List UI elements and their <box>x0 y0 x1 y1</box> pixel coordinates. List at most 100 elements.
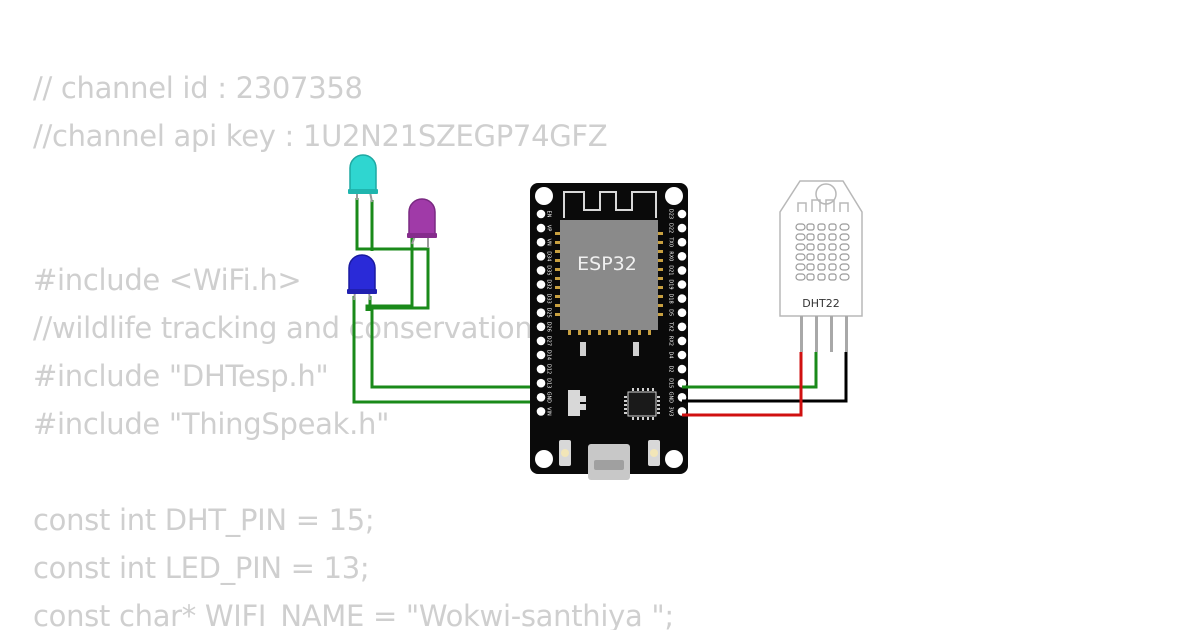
grille-slot <box>817 263 826 271</box>
chip-pin <box>652 388 654 391</box>
grille-slot <box>806 223 815 231</box>
pin-label: D5 <box>668 309 674 316</box>
grille-slot <box>806 273 815 281</box>
pin-label: D14 <box>546 350 552 360</box>
module-pad <box>568 330 571 335</box>
pin-label: VIN <box>546 407 552 416</box>
sensor-wires <box>682 352 848 417</box>
grille-slot <box>828 253 837 261</box>
header-pin-left[interactable] <box>536 209 546 219</box>
module-pad <box>658 304 663 307</box>
header-pin-left[interactable] <box>536 237 546 247</box>
pin-label: GND <box>668 392 674 404</box>
chip-pin <box>637 388 639 391</box>
pin-label: VP <box>546 225 552 231</box>
esp32-board[interactable]: ESP32 ENVPVND34D35D32D33D25D26D27D14D12D… <box>530 183 688 480</box>
header-pin-right[interactable] <box>677 266 687 275</box>
pin-label: EN <box>546 211 552 218</box>
module-pad <box>555 250 560 253</box>
chip-pin <box>632 417 634 420</box>
header-pin-left[interactable] <box>536 308 546 318</box>
pin-label: D19 <box>668 279 674 289</box>
esp32-module <box>560 220 658 330</box>
header-pin-left[interactable] <box>536 336 546 346</box>
header-pin-right[interactable] <box>677 237 687 247</box>
antenna-trace <box>563 191 657 218</box>
pin-label: D15 <box>668 378 674 388</box>
pin-label: D32 <box>546 279 552 289</box>
chip-pin <box>652 417 654 420</box>
pin-label: D21 <box>668 265 674 275</box>
header-pin-right[interactable] <box>677 350 687 360</box>
grille-slot <box>839 243 850 251</box>
module-pad <box>658 286 663 289</box>
header-pin-right[interactable] <box>677 378 687 388</box>
grille-slot <box>795 223 806 231</box>
pin-label: D2 <box>668 366 674 373</box>
pin-label: 3V3 <box>668 407 674 417</box>
esp32-label: ESP32 <box>577 253 637 275</box>
pin-label: D33 <box>546 293 552 303</box>
pin-label: TX0 <box>668 236 674 247</box>
header-pin-left[interactable] <box>536 266 546 275</box>
chip-pin <box>657 400 660 402</box>
blue-led[interactable] <box>347 254 377 294</box>
pin-label: D25 <box>546 308 552 318</box>
header-pin-right[interactable] <box>677 251 687 261</box>
pin-label: D34 <box>546 251 552 261</box>
header-pin-left[interactable] <box>536 350 546 360</box>
grille-slot <box>828 273 837 281</box>
purple-led[interactable] <box>407 198 437 238</box>
header-pin-left[interactable] <box>536 251 546 261</box>
chip-pin <box>642 388 644 391</box>
blue-led-body <box>348 254 376 293</box>
header-pin-right[interactable] <box>677 294 687 303</box>
module-pad <box>555 286 560 289</box>
grille-slot <box>817 223 826 231</box>
pin-label: D4 <box>668 351 674 358</box>
header-pin-right[interactable] <box>677 308 687 318</box>
grille-slot <box>828 233 837 241</box>
module-pad <box>658 277 663 280</box>
grille-slot <box>828 243 837 251</box>
pin-label: D26 <box>546 322 552 332</box>
header-pin-right[interactable] <box>677 223 687 233</box>
grille-slot <box>839 263 850 271</box>
header-pin-left[interactable] <box>536 407 546 416</box>
module-pad <box>555 259 560 262</box>
grille-slot <box>817 273 826 281</box>
header-pin-left[interactable] <box>536 393 546 402</box>
module-pad <box>658 295 663 298</box>
cyan-led[interactable] <box>348 154 378 194</box>
chip-pin <box>642 417 644 420</box>
chip-pin <box>647 417 649 420</box>
header-pin-right[interactable] <box>677 364 687 374</box>
purple-led-body <box>408 198 436 237</box>
grille-slot <box>839 253 850 261</box>
pin-label: TX2 <box>668 321 674 332</box>
grille-slot <box>806 263 815 271</box>
grille-slot <box>795 233 806 241</box>
header-pin-left[interactable] <box>536 280 546 289</box>
dht22-sensor[interactable]: DHT22 <box>779 180 863 352</box>
module-pad <box>658 250 663 253</box>
pin-label: VN <box>546 239 552 246</box>
header-pin-left[interactable] <box>536 294 546 303</box>
grille-slot <box>806 233 815 241</box>
header-pin-right[interactable] <box>677 209 687 219</box>
header-pin-left[interactable] <box>536 378 546 388</box>
module-pad <box>658 241 663 244</box>
header-pin-left[interactable] <box>536 364 546 374</box>
header-pin-right[interactable] <box>677 393 687 402</box>
header-pin-right[interactable] <box>677 322 687 332</box>
header-pin-left[interactable] <box>536 223 546 233</box>
module-pad <box>658 313 663 316</box>
grille-slot <box>795 273 806 281</box>
chip-pin <box>647 388 649 391</box>
header-pin-right[interactable] <box>677 280 687 289</box>
header-pin-left[interactable] <box>536 322 546 332</box>
module-pad <box>588 330 591 335</box>
grille-slot <box>839 233 850 241</box>
header-pin-right[interactable] <box>677 336 687 346</box>
chip-pin <box>657 396 660 398</box>
